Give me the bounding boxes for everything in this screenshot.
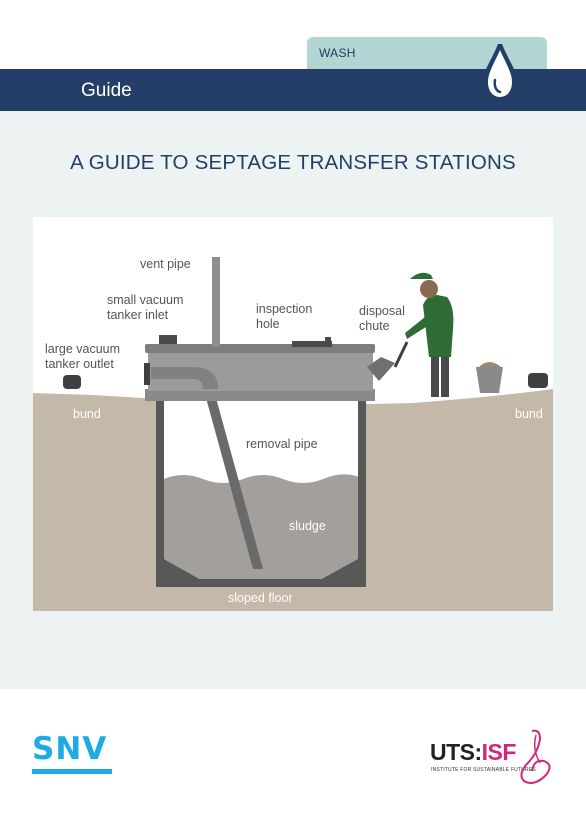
page-title: A GUIDE TO SEPTAGE TRANSFER STATIONS [70, 151, 516, 174]
snv-logo-bar [32, 769, 112, 774]
bund-right [528, 373, 548, 388]
uts-isf-subtitle: INSTITUTE FOR SUSTAINABLE FUTURES [431, 767, 536, 773]
pit-wall-right [318, 401, 366, 587]
removal-pipe [203, 387, 263, 569]
bucket [476, 367, 503, 393]
small-inlet [159, 335, 177, 344]
slab [145, 389, 375, 401]
header-title: Guide [81, 80, 132, 101]
label-sludge: sludge [289, 519, 326, 533]
disposal-chute [367, 357, 395, 381]
label-disposal-chute: disposal chute [359, 304, 405, 333]
label-vent-pipe: vent pipe [140, 257, 191, 271]
label-removal-pipe: removal pipe [246, 437, 318, 451]
label-large-outlet: large vacuum tanker outlet [45, 342, 121, 371]
sludge [164, 474, 359, 581]
pit-wall-left [156, 401, 203, 587]
label-sloped-floor: sloped floor [228, 591, 293, 605]
bund-left [63, 375, 81, 389]
water-drop-icon [482, 44, 518, 103]
wash-tab: WASH [307, 37, 547, 71]
vent-pipe [212, 257, 220, 347]
pit-floor [156, 579, 366, 587]
label-bund-right: bund [515, 407, 543, 421]
wash-tab-label: WASH [319, 46, 356, 60]
isf-swirl-icon [520, 729, 551, 784]
snv-logo-text: SNV [32, 731, 108, 767]
tank-lid [145, 344, 375, 353]
label-bund-left: bund [73, 407, 101, 421]
uts-isf-logo-text: UTS:ISF [430, 739, 516, 766]
pipe-elbow [151, 367, 218, 389]
inspection-hole [292, 341, 332, 347]
septage-station-illustration: vent pipe small vacuum tanker inlet insp… [33, 217, 553, 611]
label-small-inlet: small vacuum tanker inlet [107, 293, 184, 322]
isf-logo-part: ISF [481, 739, 517, 765]
large-outlet [144, 363, 150, 385]
uts-logo-part: UTS: [430, 739, 482, 765]
snv-logo: SNV [32, 733, 114, 779]
uts-isf-logo: UTS:ISF INSTITUTE FOR SUSTAINABLE FUTURE… [430, 727, 558, 787]
worker-figure [393, 272, 454, 397]
label-inspection-hole: inspection hole [256, 302, 313, 331]
